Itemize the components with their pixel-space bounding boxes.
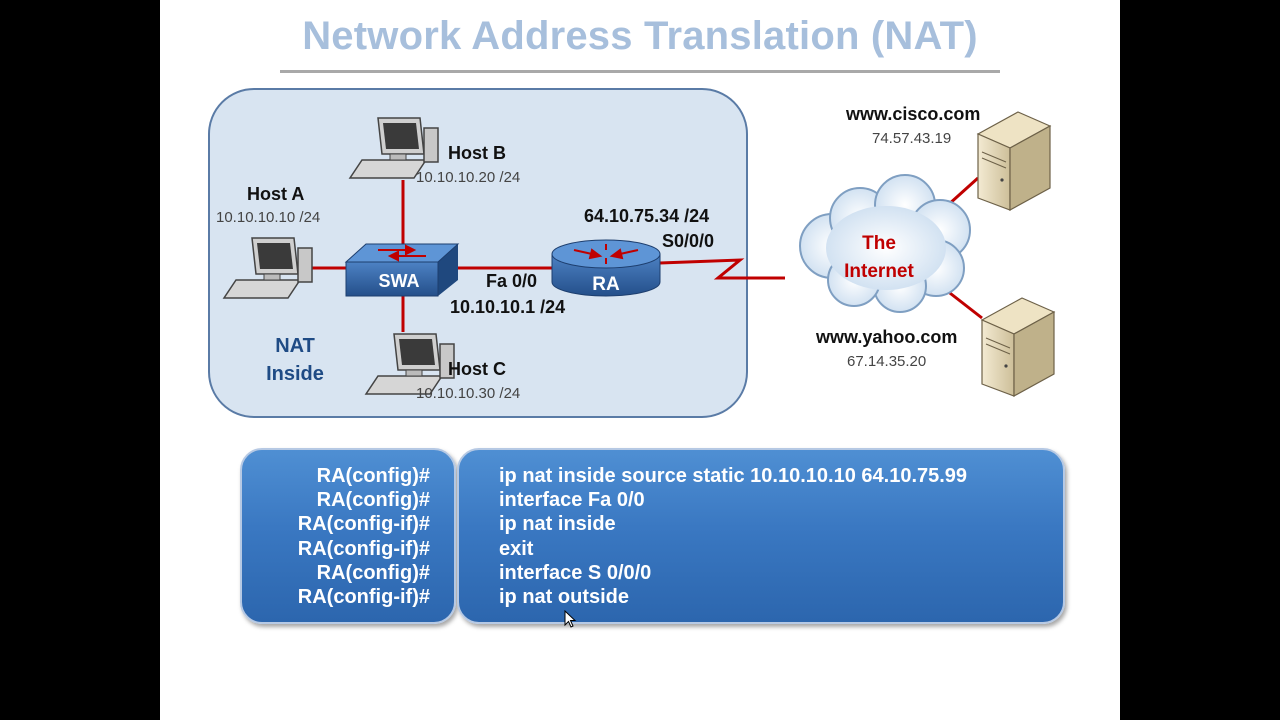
- internet-cloud-icon: [799, 174, 971, 313]
- host-b-name: Host B: [448, 143, 506, 163]
- title-rule: [280, 70, 1000, 73]
- prompt-box: RA(config)# RA(config)# RA(config-if)# R…: [240, 448, 456, 624]
- link-internet-cisco: [946, 176, 980, 207]
- prompt-line: RA(config-if)#: [297, 513, 430, 536]
- nat-inside-line-1: NAT: [275, 335, 315, 357]
- prompt-line: RA(config)#: [316, 561, 430, 584]
- network-links: [295, 176, 983, 332]
- prompt-line: RA(config)#: [316, 465, 430, 487]
- host-c-ip: 10.10.10.30 /24: [416, 385, 521, 402]
- router-inside-ip: 10.10.10.1 /24: [450, 297, 566, 317]
- mouse-cursor-icon: [564, 610, 577, 628]
- command-list: ip nat inside source static 10.10.10.10 …: [499, 464, 967, 609]
- host-a-computer-icon: [222, 237, 313, 299]
- cisco-server-ip: 74.57.43.19: [872, 130, 952, 147]
- host-b-ip: 10.10.10.20 /24: [416, 169, 521, 186]
- command-box: ip nat inside source static 10.10.10.10 …: [457, 448, 1065, 624]
- command-line: interface Fa 0/0: [499, 489, 645, 512]
- prompt-line: RA(config)#: [316, 489, 430, 512]
- internet-line-1: The: [862, 233, 896, 254]
- link-ra-internet-serial: [659, 258, 785, 280]
- switch-label: SWA: [378, 271, 420, 291]
- internet-line-2: Internet: [844, 261, 914, 282]
- router-label: RA: [592, 274, 620, 295]
- nat-inside-label: NAT Inside: [250, 332, 340, 388]
- router-icon: [551, 239, 661, 297]
- yahoo-server-name: www.yahoo.com: [816, 327, 958, 347]
- host-c-computer-icon: [364, 333, 455, 395]
- host-a-ip: 10.10.10.10 /24: [216, 209, 321, 226]
- switch-icon: [344, 243, 460, 297]
- command-line: ip nat inside: [499, 513, 616, 536]
- nat-inside-line-2: Inside: [266, 363, 324, 385]
- yahoo-server-icon: [980, 297, 1056, 398]
- yahoo-server-ip: 67.14.35.20: [847, 353, 927, 370]
- command-line: ip nat outside: [499, 586, 629, 609]
- prompt-line: RA(config-if)#: [297, 586, 430, 609]
- network-diagram: [222, 111, 1056, 398]
- host-a-name: Host A: [247, 184, 305, 204]
- internet-label: The Internet: [828, 230, 930, 286]
- host-b-computer-icon: [348, 117, 439, 179]
- page-title: Network Address Translation (NAT): [302, 14, 978, 58]
- router-outside-ip: 64.10.75.34 /24: [584, 206, 710, 226]
- router-outside-interface: S0/0/0: [662, 231, 715, 251]
- prompt-line: RA(config-if)#: [297, 537, 430, 560]
- slide: Network Address Translation (NAT): [160, 0, 1120, 720]
- command-line: ip nat inside source static 10.10.10.10 …: [499, 465, 968, 487]
- command-line: interface S 0/0/0: [499, 561, 652, 584]
- host-c-name: Host C: [448, 359, 506, 379]
- router-inside-interface: Fa 0/0: [486, 271, 538, 291]
- prompt-list: RA(config)# RA(config)# RA(config-if)# R…: [298, 464, 430, 609]
- command-line: exit: [499, 537, 534, 560]
- link-internet-yahoo: [945, 288, 983, 320]
- cisco-server-icon: [976, 111, 1052, 212]
- cisco-server-name: www.cisco.com: [846, 104, 981, 124]
